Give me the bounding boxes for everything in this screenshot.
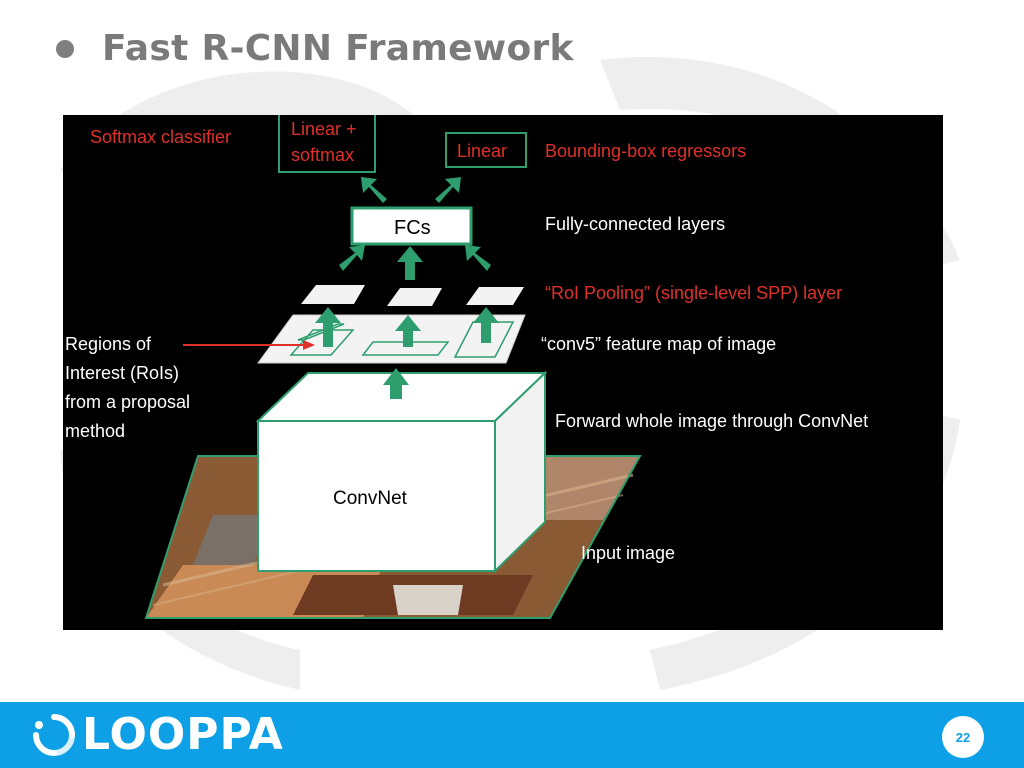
slide-title: Fast R-CNN Framework [102, 28, 574, 69]
forward-label: Forward whole image through ConvNet [555, 411, 868, 431]
diagram-canvas: ConvNet FCs Linear + softmax [65, 115, 868, 619]
up-arrow-icon [397, 246, 423, 280]
convnet-label: ConvNet [333, 488, 408, 509]
convnet-box [255, 370, 548, 574]
input-image-label: Input image [581, 543, 675, 563]
fully-connected-label: Fully-connected layers [545, 214, 725, 234]
softmax-classifier-label: Softmax classifier [90, 127, 231, 147]
roi-pooled-feature [387, 288, 442, 306]
linear-label: Linear [457, 141, 507, 161]
up-arrow-icon [315, 307, 341, 347]
up-arrow-icon [435, 177, 461, 203]
text-line: softmax [291, 145, 354, 165]
page-number-badge: 22 [942, 716, 984, 758]
up-arrow-icon [473, 307, 499, 343]
footer-bar: LOOPPA 22 [0, 702, 1024, 768]
regions-of-interest-label: Regions of Interest (RoIs) from a proposal… [65, 334, 190, 441]
up-arrow-icon [361, 177, 387, 203]
text-line: from a proposal [65, 392, 190, 412]
fast-rcnn-diagram: ConvNet FCs Linear + softmax [63, 115, 943, 630]
roi-pooled-feature [301, 285, 365, 304]
slide-header: Fast R-CNN Framework [56, 28, 574, 69]
text-line: method [65, 421, 125, 441]
text-line: Linear + [291, 119, 357, 139]
pointer-arrowhead-icon [303, 340, 315, 350]
up-arrow-icon [465, 245, 491, 271]
fcs-box [350, 206, 473, 246]
bullet-icon [56, 39, 74, 58]
up-arrow-icon [395, 315, 421, 347]
text-line: Interest (RoIs) [65, 363, 179, 383]
linear-softmax-box [278, 115, 376, 173]
roi-pooled-feature [466, 287, 524, 305]
roi-pooling-label: “RoI Pooling” (single-level SPP) layer [545, 283, 842, 303]
looppa-logo-icon [33, 714, 75, 756]
brand-logo: LOOPPA [30, 711, 284, 759]
text-line: Regions of [65, 334, 152, 354]
conv5-label: “conv5” feature map of image [541, 334, 776, 354]
linear-softmax-label: Linear + softmax [291, 119, 357, 165]
up-arrow-icon [383, 368, 409, 399]
brand-name: LOOPPA [82, 709, 284, 760]
bbox-regressors-label: Bounding-box regressors [545, 141, 746, 161]
fcs-label: FCs [394, 217, 431, 239]
linear-box [445, 132, 527, 168]
up-arrow-icon [339, 245, 365, 271]
